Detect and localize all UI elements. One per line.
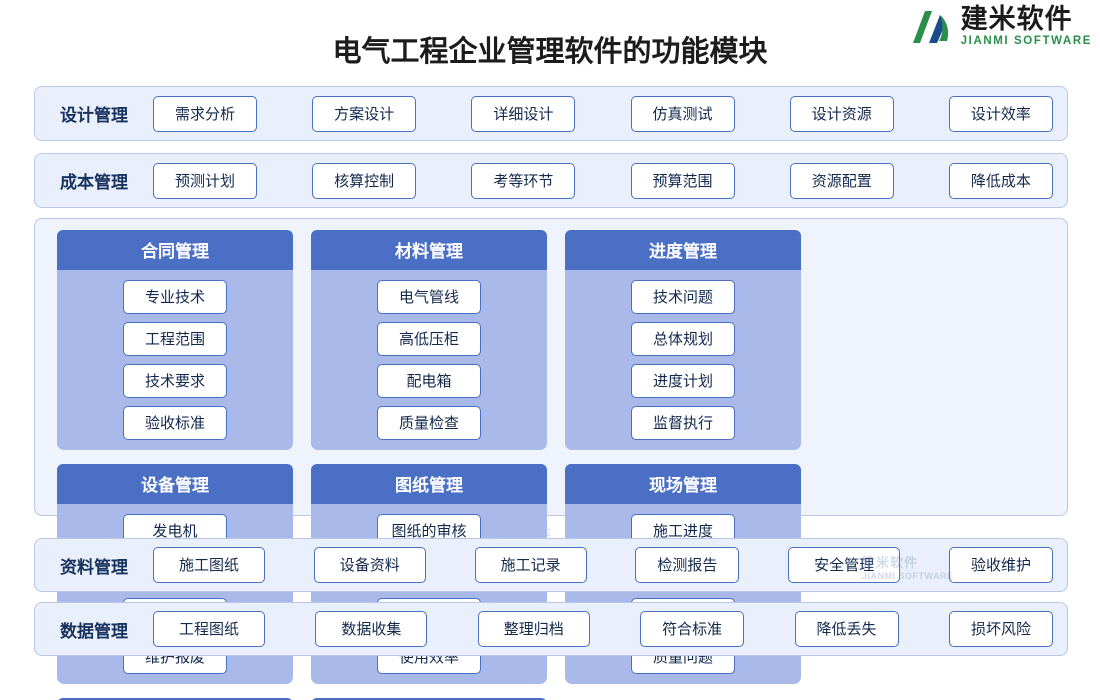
card-contract-management: 合同管理 专业技术 工程范围 技术要求 验收标准 (57, 230, 293, 450)
card-chip[interactable]: 配电箱 (377, 364, 481, 398)
brand-name: 建米软件 (960, 4, 1073, 34)
chip-item[interactable]: 方案设计 (312, 95, 417, 132)
chip-item[interactable]: 预算范围 (630, 162, 735, 199)
card-items: 专业技术 工程范围 技术要求 验收标准 (57, 270, 293, 440)
chip-item[interactable]: 施工图纸 (153, 547, 265, 583)
chip-item[interactable]: 考等环节 (471, 162, 576, 199)
chip-item[interactable]: 安全管理 (788, 547, 901, 583)
chip-item[interactable]: 工程图纸 (153, 611, 265, 647)
chip-item[interactable]: 检测报告 (635, 547, 740, 583)
card-material-management: 材料管理 电气管线 高低压柜 配电箱 质量检查 (311, 230, 547, 450)
chip-item[interactable]: 降低成本 (948, 162, 1053, 199)
card-chip[interactable]: 总体规划 (631, 322, 735, 356)
page-title: 电气工程企业管理软件的功能模块 (332, 36, 768, 68)
band-label: 数据管理 (60, 621, 128, 641)
card-chip[interactable]: 验收标准 (123, 406, 227, 440)
chip-item[interactable]: 需求分析 (153, 95, 257, 132)
band-label: 资料管理 (60, 557, 128, 577)
card-chip[interactable]: 质量检查 (377, 406, 481, 440)
chip-item[interactable]: 设计资源 (789, 95, 894, 132)
chip-item[interactable]: 设备资料 (313, 547, 426, 583)
chip-item[interactable]: 降低丢失 (794, 611, 899, 647)
brand-text: 建米软件 JIANMI SOFTWARE (961, 6, 1092, 48)
card-chip[interactable]: 监督执行 (631, 406, 735, 440)
chip-item[interactable]: 仿真测试 (630, 95, 735, 132)
chip-item[interactable]: 设计效率 (948, 95, 1053, 132)
card-progress-management: 进度管理 技术问题 总体规划 进度计划 监督执行 (565, 230, 801, 450)
card-title: 进度管理 (565, 230, 801, 270)
card-chip[interactable]: 电气管线 (377, 280, 481, 314)
card-title: 安全管理 (311, 698, 547, 700)
band-data-management: 数据管理 工程图纸 数据收集 整理归档 符合标准 降低丢失 损坏风险 (34, 602, 1068, 656)
band-items: 预测计划 核算控制 考等环节 预算范围 资源配置 降低成本 (153, 162, 1067, 199)
chip-item[interactable]: 核算控制 (312, 162, 417, 199)
card-title: 现场管理 (565, 464, 801, 504)
band-design-management: 设计管理 需求分析 方案设计 详细设计 仿真测试 设计资源 设计效率 (34, 86, 1068, 141)
brand-logo: 建米软件 JIANMI SOFTWARE (909, 6, 1092, 48)
card-quality-management: 质量管理 质量控制 质量检测 验收环节 符合标准 (57, 698, 293, 700)
card-chip[interactable]: 技术要求 (123, 364, 227, 398)
chip-item[interactable]: 损坏风险 (948, 611, 1053, 647)
card-chip[interactable]: 技术问题 (631, 280, 735, 314)
card-items: 技术问题 总体规划 进度计划 监督执行 (565, 270, 801, 440)
card-title: 材料管理 (311, 230, 547, 270)
chip-item[interactable]: 详细设计 (471, 95, 576, 132)
jianmi-logo-icon (909, 7, 953, 47)
card-title: 设备管理 (57, 464, 293, 504)
card-title: 合同管理 (57, 230, 293, 270)
card-items: 电气管线 高低压柜 配电箱 质量检查 (311, 270, 547, 440)
card-chip[interactable]: 进度计划 (631, 364, 735, 398)
chip-item[interactable]: 资源配置 (789, 162, 894, 199)
band-items: 施工图纸 设备资料 施工记录 检测报告 安全管理 验收维护 (153, 547, 1067, 583)
card-chip[interactable]: 高低压柜 (377, 322, 481, 356)
chip-item[interactable]: 整理归档 (477, 611, 590, 647)
chip-item[interactable]: 施工记录 (474, 547, 587, 583)
band-cost-management: 成本管理 预测计划 核算控制 考等环节 预算范围 资源配置 降低成本 (34, 153, 1068, 208)
card-chip[interactable]: 专业技术 (123, 280, 227, 314)
band-label: 成本管理 (60, 173, 128, 192)
card-title: 质量管理 (57, 698, 293, 700)
band-items: 工程图纸 数据收集 整理归档 符合标准 降低丢失 损坏风险 (153, 611, 1067, 647)
card-chip[interactable]: 工程范围 (123, 322, 227, 356)
card-safety-management: 安全管理 安全检查 安全教育 应急预案 安全施工 (311, 698, 547, 700)
chip-item[interactable]: 符合标准 (640, 611, 745, 647)
card-title: 图纸管理 (311, 464, 547, 504)
band-document-management: 资料管理 施工图纸 设备资料 施工记录 检测报告 安全管理 验收维护 (34, 538, 1068, 592)
chip-item[interactable]: 验收维护 (948, 547, 1053, 583)
band-label: 设计管理 (60, 106, 128, 125)
brand-subtitle: JIANMI SOFTWARE (960, 35, 1092, 47)
chip-item[interactable]: 预测计划 (153, 162, 257, 199)
chip-item[interactable]: 数据收集 (315, 611, 428, 647)
band-items: 需求分析 方案设计 详细设计 仿真测试 设计资源 设计效率 (153, 95, 1067, 132)
